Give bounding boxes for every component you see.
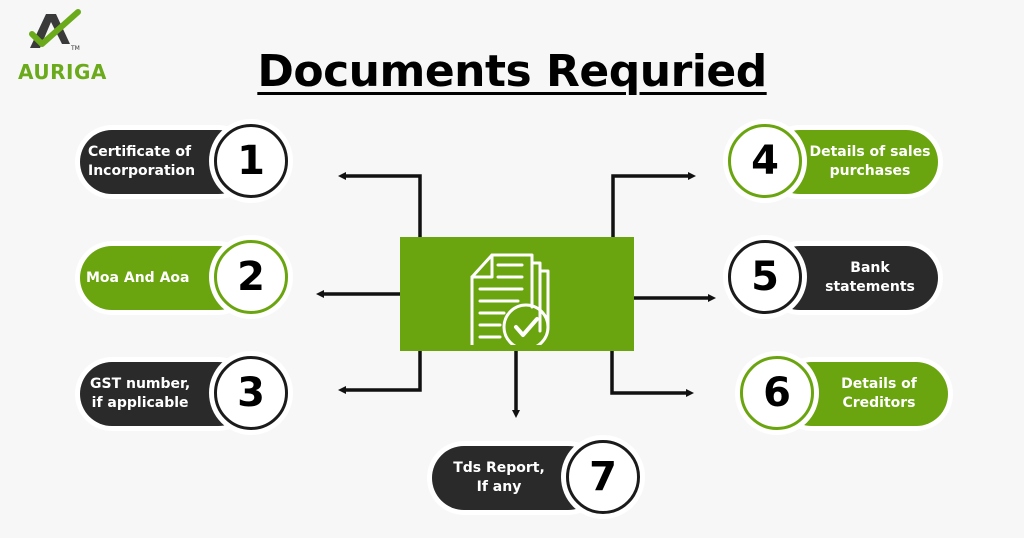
arrow-to-6 — [610, 351, 694, 397]
document-item-1: Certificate of Incorporation 1 — [80, 124, 290, 198]
item-number-badge: 4 — [728, 124, 802, 198]
document-item-4: Details of sales purchases 4 — [728, 124, 940, 198]
item-number-badge: 3 — [214, 356, 288, 430]
center-documents-box — [400, 237, 634, 351]
item-label: Certificate of Incorporation — [88, 144, 196, 179]
document-item-7: Tds Report, If any 7 — [432, 440, 642, 514]
arrow-to-1 — [338, 172, 422, 237]
documents-check-icon — [470, 253, 550, 345]
mountain-check-icon: TM — [29, 9, 81, 52]
item-number-badge: 6 — [740, 356, 814, 430]
item-label: GST number, if applicable — [90, 376, 191, 411]
item-number-badge: 1 — [214, 124, 288, 198]
item-number-badge: 7 — [566, 440, 640, 514]
page-title: Documents Requried — [257, 46, 767, 97]
item-label: Details of sales purchases — [809, 144, 931, 179]
item-label: Details of Creditors — [841, 376, 917, 411]
document-item-2: Moa And Aoa 2 — [80, 240, 290, 314]
document-item-3: GST number, if applicable 3 — [80, 356, 290, 430]
document-item-5: Bank statements 5 — [728, 240, 940, 314]
arrow-to-4 — [611, 172, 696, 237]
arrow-to-3 — [338, 351, 422, 394]
brand-name: AURIGA — [18, 60, 107, 84]
item-label: Tds Report, If any — [453, 460, 545, 495]
item-label: Moa And Aoa — [86, 269, 190, 286]
document-item-6: Details of Creditors 6 — [740, 356, 950, 430]
trademark-mark: TM — [70, 45, 80, 52]
item-number-badge: 5 — [728, 240, 802, 314]
item-label: Bank statements — [825, 260, 915, 295]
item-number-badge: 2 — [214, 240, 288, 314]
auriga-logo: TM AURIGA — [8, 6, 118, 86]
